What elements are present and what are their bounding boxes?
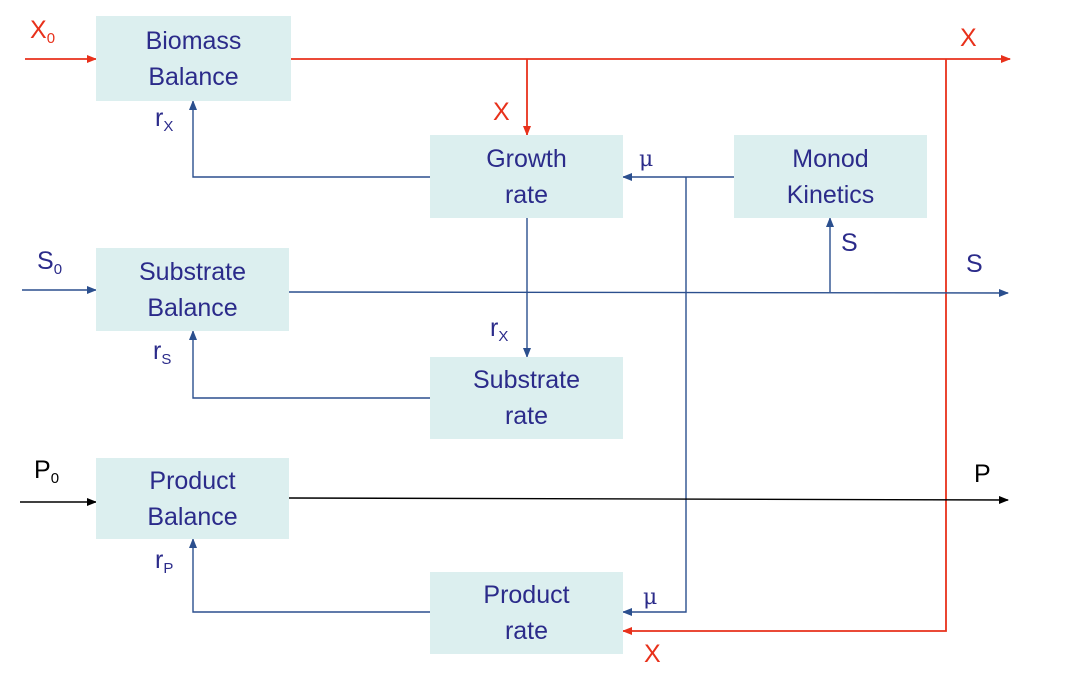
s-output-arrow — [288, 288, 1009, 297]
mu-to-product-rate-arrow — [622, 177, 687, 616]
biomass-balance-line2: Balance — [148, 62, 239, 91]
growth-rate-line1: Growth — [486, 144, 567, 173]
monod-kinetics-line2: Kinetics — [786, 180, 875, 209]
rp-feedback-arrow — [189, 538, 430, 613]
substrate-rate-line1: Substrate — [472, 366, 580, 394]
growth-rate-line2: rate — [504, 180, 549, 209]
monod-kinetics-line1: Monod — [792, 144, 869, 173]
s-output-label: S — [966, 250, 983, 278]
growth-rate-box: Growth rate — [430, 135, 623, 218]
product-rate-box: Product rate — [430, 572, 623, 654]
product-rate-line1: Product — [483, 581, 570, 609]
rx-biomass-label: rX — [155, 104, 174, 135]
rs-label: rS — [153, 337, 172, 368]
rx-substrate-rate-label: rX — [490, 314, 509, 345]
x0-label: X0 — [30, 16, 56, 47]
x-to-growth-label: X — [493, 98, 510, 126]
rs-feedback-arrow — [189, 330, 430, 399]
rp-label: rP — [155, 546, 174, 577]
p-output-arrow — [288, 495, 1009, 504]
substrate-balance-box: Substrate Balance — [96, 248, 289, 331]
product-balance-line2: Balance — [147, 502, 238, 531]
rx-feedback-arrow — [189, 100, 430, 178]
x-to-product-rate-label: X — [644, 640, 661, 668]
x-output-label: X — [960, 24, 977, 52]
mu-product-label: μ — [643, 585, 658, 610]
p0-label: P0 — [34, 456, 60, 487]
product-balance-line1: Product — [149, 466, 236, 495]
monod-kinetics-box: Monod Kinetics — [734, 135, 927, 218]
p-output-label: P — [974, 460, 991, 488]
product-balance-box: Product Balance — [96, 458, 289, 539]
substrate-rate-line2: rate — [504, 402, 549, 430]
substrate-rate-box: Substrate rate — [430, 357, 623, 439]
product-rate-line2: rate — [504, 617, 549, 645]
substrate-balance-line1: Substrate — [138, 257, 246, 286]
s-to-monod-label: S — [841, 229, 858, 257]
biomass-balance-box: Biomass Balance — [96, 16, 291, 101]
mu-growth-label: μ — [639, 147, 654, 172]
substrate-balance-line2: Balance — [147, 293, 238, 322]
x-to-product-rate-arrow — [622, 59, 947, 635]
biomass-balance-line1: Biomass — [145, 26, 242, 55]
s0-label: S0 — [37, 247, 63, 278]
